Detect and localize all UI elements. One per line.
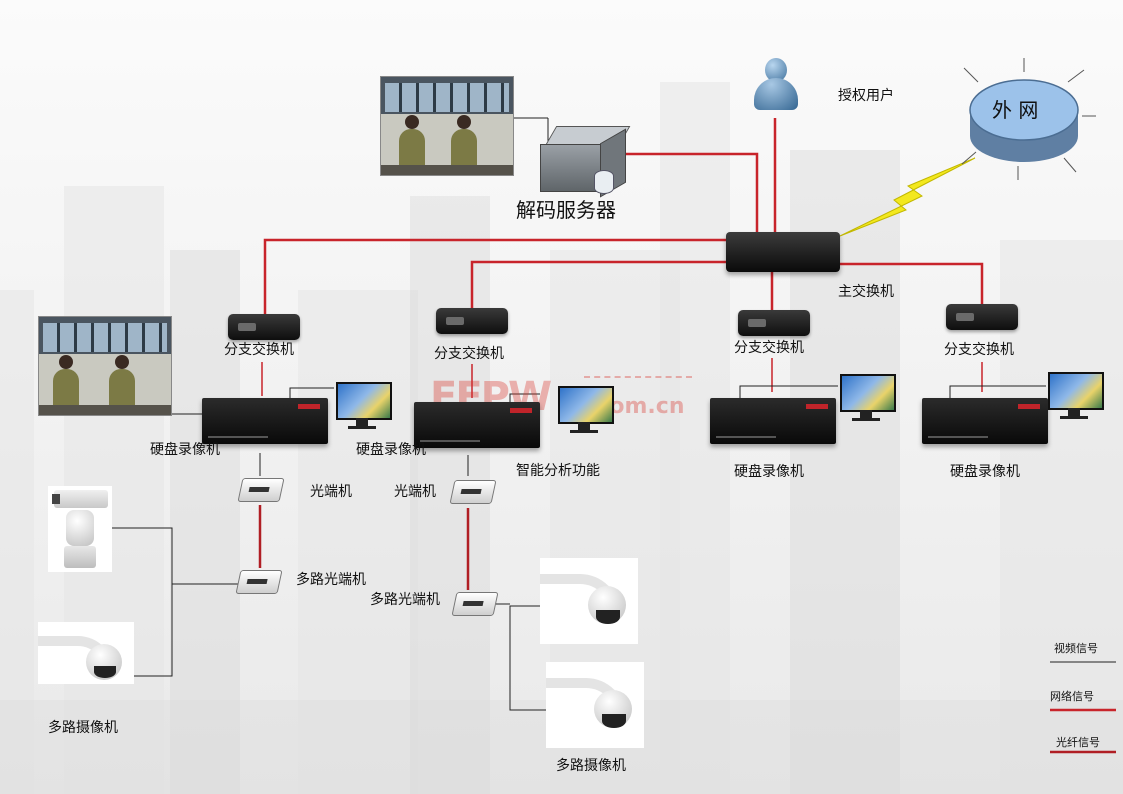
multi-optical-terminal-label: 多路光端机	[370, 592, 440, 608]
dvr-icon	[710, 398, 836, 444]
monitor-icon	[838, 372, 896, 422]
line-main-branch2	[470, 260, 728, 308]
smart-analysis-label: 智能分析功能	[516, 463, 600, 479]
switch-icon	[738, 310, 810, 336]
control-room-photo	[38, 316, 172, 416]
optical-terminal-icon	[237, 478, 285, 502]
external-network-label: 外 网	[992, 98, 1039, 122]
branch-switch-label: 分支交换机	[434, 346, 504, 362]
optical-terminal-icon	[235, 570, 283, 594]
legend-video-label: 视频信号	[1054, 642, 1098, 655]
control-room-photo	[380, 76, 514, 176]
line-main-branch1	[263, 238, 728, 316]
cloud-icon	[961, 58, 1096, 180]
dome-camera-icon	[38, 622, 134, 684]
dome-camera-icon	[540, 558, 638, 644]
dvr-label: 硬盘录像机	[950, 464, 1020, 480]
branch-switch-label: 分支交换机	[734, 340, 804, 356]
decode-server-label: 解码服务器	[516, 198, 616, 222]
branch-switch-label: 分支交换机	[944, 342, 1014, 358]
dvr-label: 硬盘录像机	[356, 442, 426, 458]
bg-building	[298, 290, 418, 794]
optical-terminal-label: 光端机	[394, 484, 436, 500]
multi-optical-terminal-label: 多路光端机	[296, 572, 366, 588]
bg-building	[1000, 240, 1123, 794]
authorized-user-label: 授权用户	[838, 88, 894, 104]
dvr-label: 硬盘录像机	[150, 442, 220, 458]
switch-icon	[726, 232, 840, 272]
legend-network-label: 网络信号	[1050, 690, 1094, 703]
line-cameras-right	[509, 605, 546, 711]
line-dvr-monitor1	[289, 387, 334, 402]
bg-building	[170, 250, 240, 794]
switch-icon	[436, 308, 508, 334]
line-dvr-monitor3	[739, 385, 838, 400]
fiber-lines	[258, 505, 470, 590]
line-dvr-monitor4	[949, 385, 1046, 400]
multi-camera-label: 多路摄像机	[556, 758, 626, 774]
optical-terminal-icon	[449, 480, 497, 504]
legend-fiber-label: 光纤信号	[1056, 736, 1100, 749]
video-lines	[112, 117, 1046, 711]
user-icon	[752, 58, 800, 112]
optical-terminal-icon	[451, 592, 499, 616]
watermark-mark	[584, 376, 692, 390]
branch-switch-label: 分支交换机	[224, 342, 294, 358]
line-server-switch	[626, 152, 759, 232]
dvr-icon	[414, 402, 540, 448]
optical-terminal-label: 光端机	[310, 484, 352, 500]
server-icon	[540, 126, 631, 198]
monitor-icon	[334, 380, 392, 430]
dome-camera-icon	[546, 662, 644, 748]
switch-icon	[228, 314, 300, 340]
main-switch-label: 主交换机	[838, 284, 894, 300]
line-main-branch4	[840, 262, 984, 306]
monitor-icon	[556, 384, 614, 434]
dvr-icon	[202, 398, 328, 444]
lightning-icon	[839, 157, 976, 237]
monitor-icon	[1046, 370, 1104, 420]
line-cameras-left	[112, 527, 173, 677]
dvr-icon	[922, 398, 1048, 444]
ptz-camera-icon	[48, 486, 112, 572]
dvr-label: 硬盘录像机	[734, 464, 804, 480]
bg-building	[0, 290, 34, 794]
switch-icon	[946, 304, 1018, 330]
multi-camera-label: 多路摄像机	[48, 720, 118, 736]
